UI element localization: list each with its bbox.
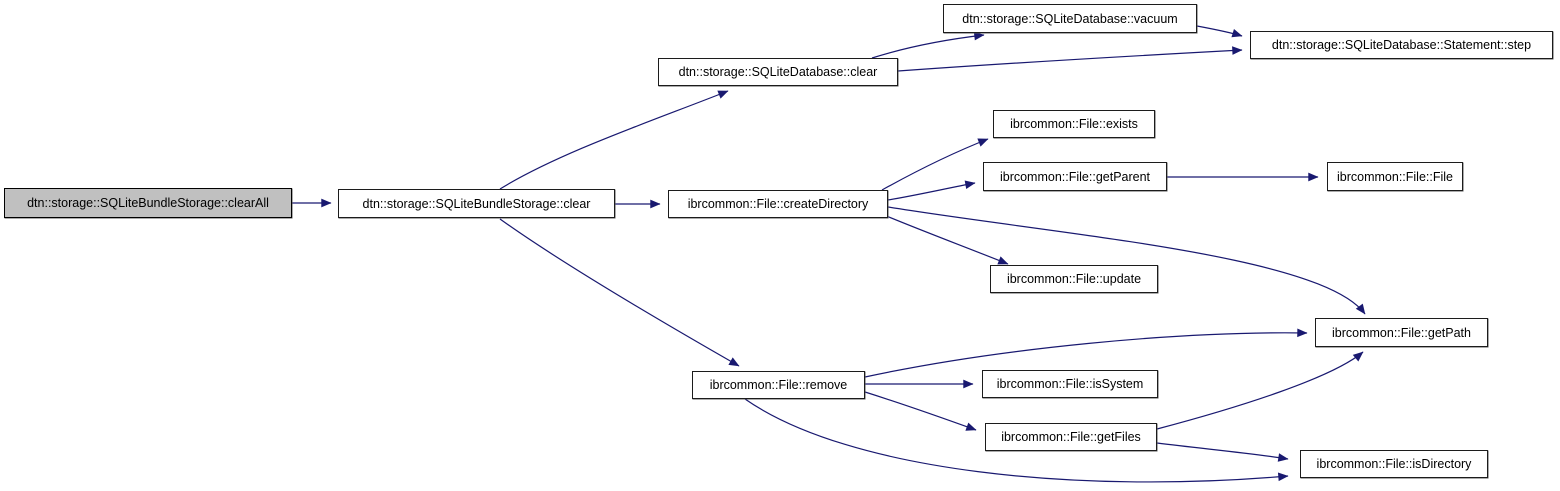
edge-dbClear-step (897, 46, 1243, 72)
graph-node-label: ibrcommon::File::isSystem (996, 377, 1144, 391)
edge-group (292, 25, 1366, 483)
graph-node-label: ibrcommon::File::remove (709, 378, 848, 392)
edge-getFiles-getPath (1156, 351, 1364, 430)
graph-node-isSystem[interactable]: ibrcommon::File::isSystem (982, 370, 1158, 398)
graph-node-label: ibrcommon::File::getFiles (1001, 430, 1141, 444)
edge-remove-getFiles (864, 391, 977, 431)
graph-node-createDirectory[interactable]: ibrcommon::File::createDirectory (668, 190, 888, 218)
graph-node-label: dtn::storage::SQLiteBundleStorage::clear (362, 196, 591, 211)
edge-createDirectory-update (883, 214, 1009, 265)
edge-createDirectory-exists (881, 138, 989, 191)
graph-node-label: dtn::storage::SQLiteDatabase::Statement:… (1271, 38, 1532, 52)
graph-node-getFiles[interactable]: ibrcommon::File::getFiles (985, 423, 1157, 451)
graph-node-label: dtn::storage::SQLiteDatabase::clear (678, 65, 878, 79)
edge-remove-getPath (864, 328, 1308, 378)
graph-node-label: ibrcommon::File::createDirectory (687, 197, 869, 211)
graph-node-label: ibrcommon::File::getPath (1332, 325, 1471, 340)
edge-vacuum-step (1196, 25, 1243, 38)
edge-bundleClear-remove (499, 218, 740, 367)
graph-node-exists[interactable]: ibrcommon::File::exists (993, 110, 1155, 138)
graph-node-label: ibrcommon::File::getParent (999, 169, 1151, 184)
edge-createDirectory-getParent (887, 180, 976, 201)
edge-getFiles-isDirectory (1156, 442, 1289, 462)
graph-node-isDirectory[interactable]: ibrcommon::File::isDirectory (1300, 450, 1488, 478)
edge-remove-isDirectory (744, 398, 1289, 483)
graph-node-getPath[interactable]: ibrcommon::File::getPath (1315, 318, 1488, 347)
graph-node-step[interactable]: dtn::storage::SQLiteDatabase::Statement:… (1250, 31, 1553, 59)
edge-createDirectory-getPath (887, 206, 1366, 315)
graph-node-fileFile[interactable]: ibrcommon::File::File (1327, 162, 1463, 191)
graph-node-label: dtn::storage::SQLiteDatabase::vacuum (962, 11, 1178, 26)
graph-node-label: ibrcommon::File::update (1006, 272, 1142, 286)
graph-node-dbClear[interactable]: dtn::storage::SQLiteDatabase::clear (658, 58, 898, 86)
graph-node-getParent[interactable]: ibrcommon::File::getParent (983, 162, 1167, 191)
edge-dbClear-vacuum (871, 31, 985, 59)
graph-node-remove[interactable]: ibrcommon::File::remove (692, 371, 865, 399)
graph-node-label: ibrcommon::File::exists (1010, 117, 1138, 131)
graph-node-label: dtn::storage::SQLiteBundleStorage::clear… (27, 196, 269, 210)
graph-node-bundleClear[interactable]: dtn::storage::SQLiteBundleStorage::clear (338, 189, 615, 218)
graph-node-vacuum[interactable]: dtn::storage::SQLiteDatabase::vacuum (943, 4, 1197, 33)
graph-node-clearAll: dtn::storage::SQLiteBundleStorage::clear… (4, 188, 292, 218)
graph-node-label: ibrcommon::File::isDirectory (1316, 457, 1472, 471)
graph-node-update[interactable]: ibrcommon::File::update (990, 265, 1158, 293)
graph-node-label: ibrcommon::File::File (1337, 169, 1453, 184)
edge-bundleClear-dbClear (499, 90, 729, 190)
